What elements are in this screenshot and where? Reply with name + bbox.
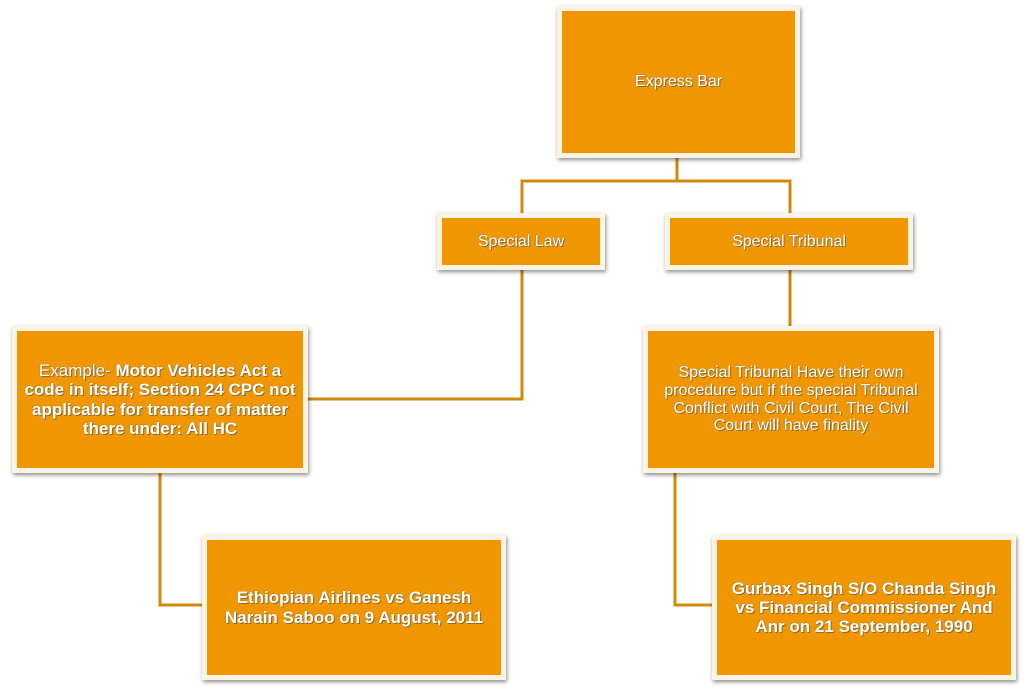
node-tribunal-description-label: Special Tribunal Have their own procedur… [664, 363, 918, 435]
node-case-gurbax-singh: Gurbax Singh S/O Chanda Singh vs Financi… [712, 535, 1016, 680]
node-example-bold-text: Motor Vehicles Act a code in itself; Sec… [24, 361, 296, 438]
node-express-bar: Express Bar [557, 6, 800, 158]
node-tribunal-description: Special Tribunal Have their own procedur… [643, 326, 939, 473]
node-example-motor-vehicles: Example- Motor Vehicles Act a code in it… [12, 326, 308, 473]
connector-special-law-to-example [308, 270, 524, 401]
node-special-law-label: Special Law [477, 232, 565, 250]
node-express-bar-label: Express Bar [634, 73, 723, 91]
node-case-ethiopian-airlines: Ethiopian Airlines vs Ganesh Narain Sabo… [202, 535, 506, 680]
connector-root-to-special-tribunal [677, 179, 792, 213]
node-example-text: Example- Motor Vehicles Act a code in it… [21, 361, 299, 437]
node-special-law: Special Law [437, 213, 605, 270]
node-special-tribunal: Special Tribunal [665, 213, 913, 270]
node-case-ethiopian-label: Ethiopian Airlines vs Ganesh Narain Sabo… [224, 588, 484, 627]
connector-example-to-ethiopian-case [158, 473, 202, 607]
node-example-prefix: Example- [38, 361, 116, 381]
connector-description-to-gurbax-case [673, 473, 712, 607]
node-case-gurbax-label: Gurbax Singh S/O Chanda Singh vs Financi… [731, 578, 997, 637]
connector-root-to-special-law [520, 158, 679, 213]
node-special-tribunal-label: Special Tribunal [732, 232, 846, 250]
